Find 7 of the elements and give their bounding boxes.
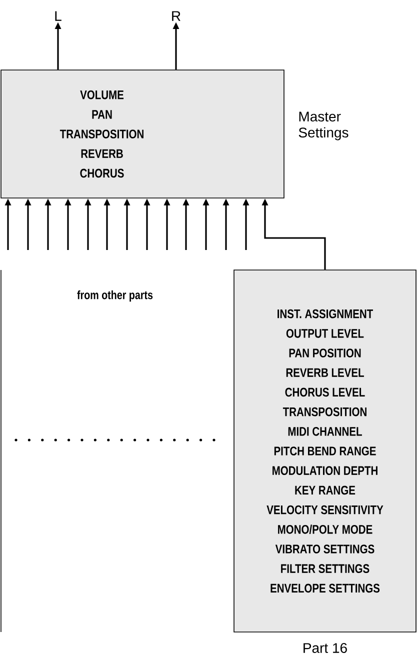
note-text: from other parts	[77, 290, 153, 302]
settings-box: INST. ASSIGNMENT OUTPUT LEVEL PAN POSITION REVERB LEVEL CHORUS LEVEL TRANSPOSITION MIDI CHANNEL PITCH BEND RANGE MODULATION DEPTH KEY RANGE VELOCITY SENSITIVITY MONO/POLY MODE VIBRATO SETTINGS FILTER SETTINGS ENVELOPE SETTINGS	[234, 270, 416, 632]
master-settings-label: Master Settings	[298, 112, 348, 140]
channel-label: R	[172, 11, 180, 21]
part-label: Part 16	[304, 643, 347, 653]
channel-label: L	[55, 11, 62, 21]
settings-box: VOLUME PAN TRANSPOSITION REVERB CHORUS	[0, 70, 284, 198]
